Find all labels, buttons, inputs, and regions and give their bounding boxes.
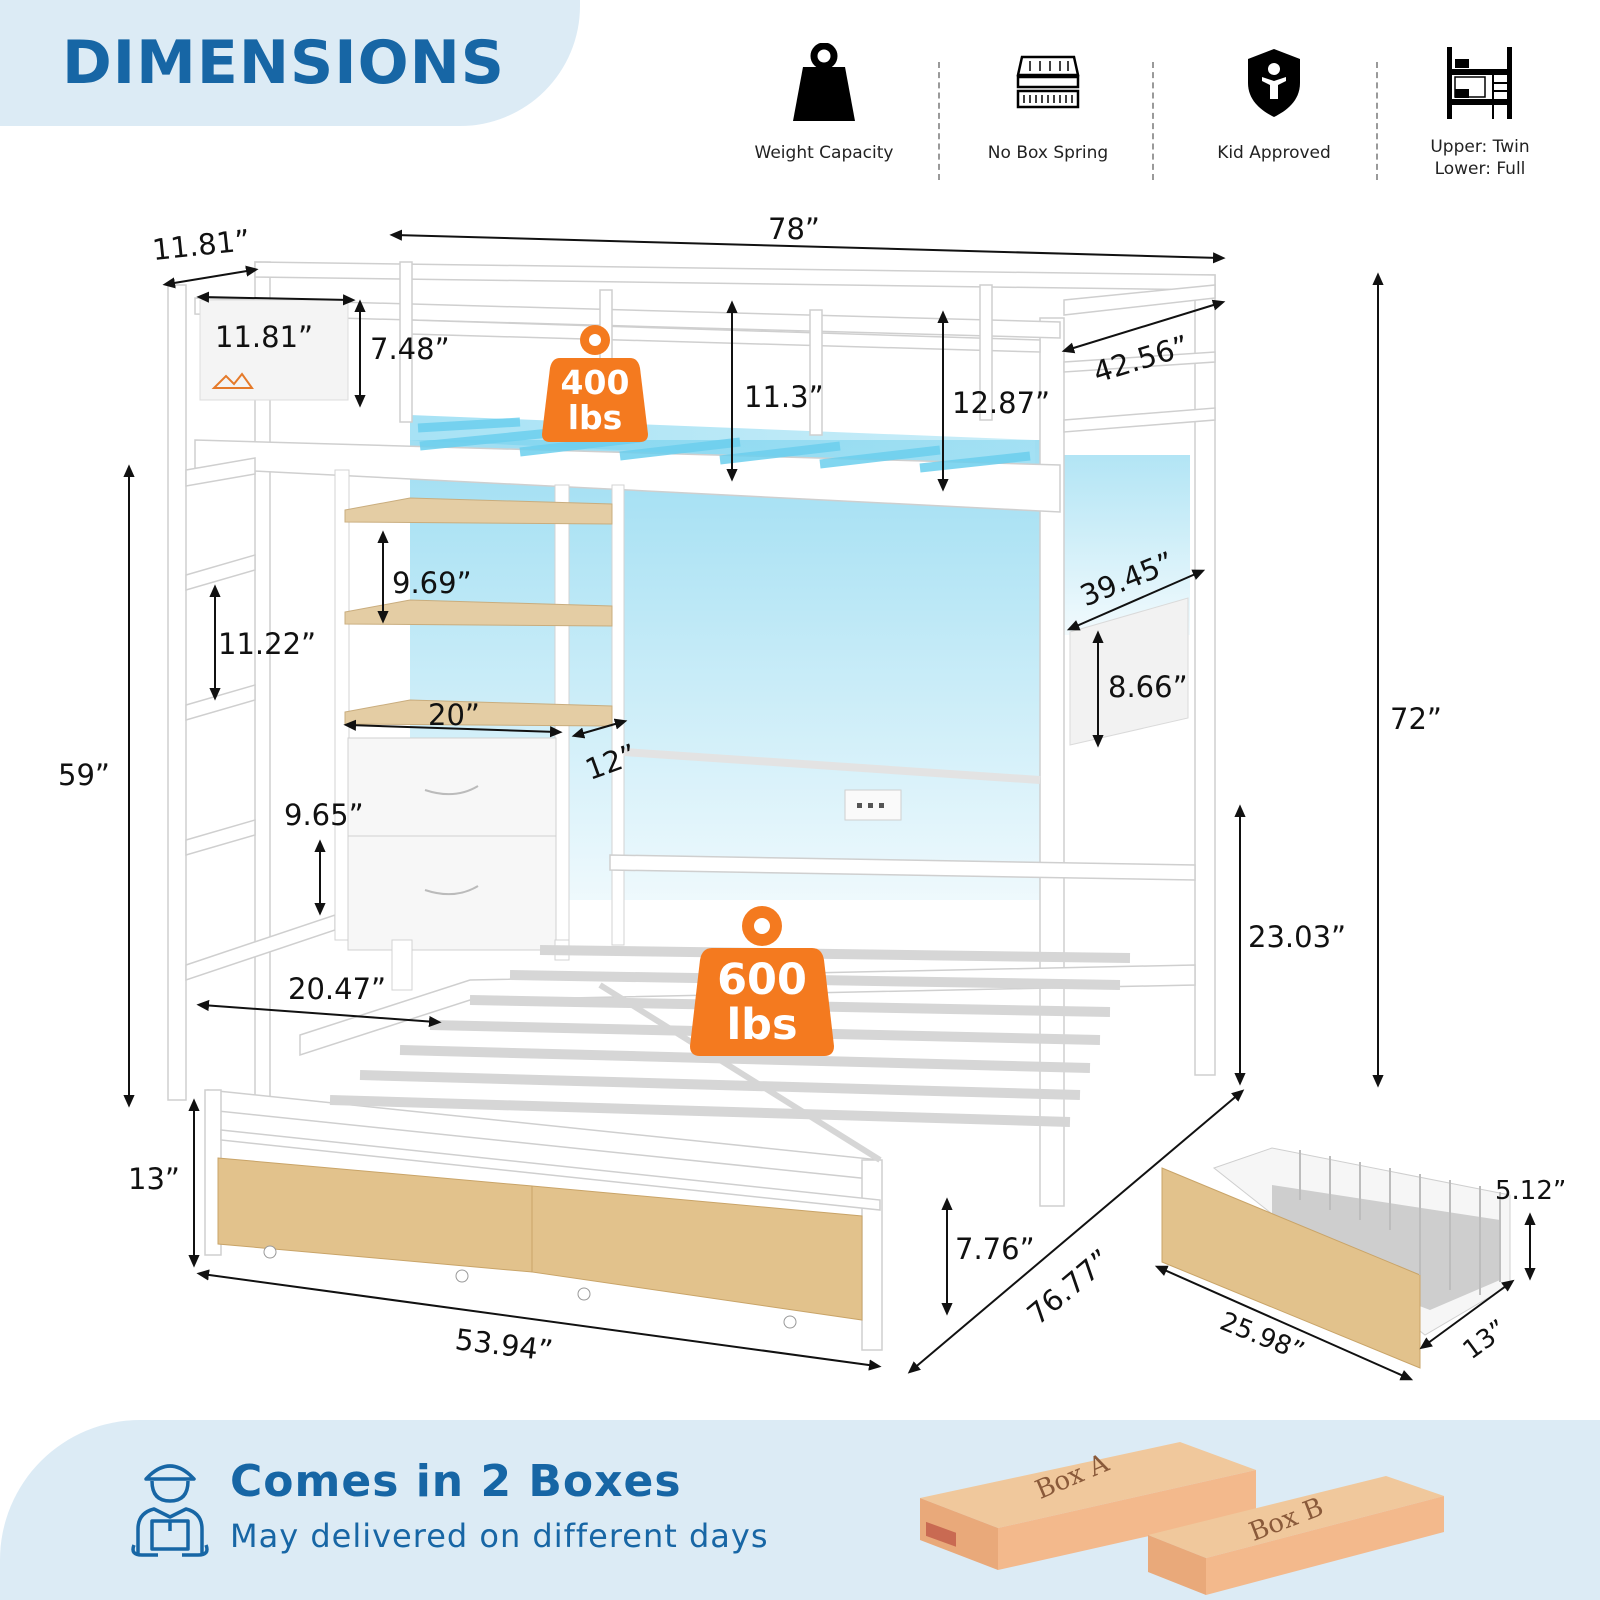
divider (938, 62, 940, 180)
dim-rail-height-b: 12.87” (952, 386, 1051, 420)
dim-lower-height: 23.03” (1248, 920, 1347, 954)
header-banner (0, 0, 580, 126)
power-outlet (623, 748, 1041, 821)
dim-shelf-width: 20” (428, 698, 480, 732)
dim-rail-height-a: 11.3” (744, 380, 824, 414)
dim-lower-clearance: 59” (58, 758, 110, 792)
standalone-drawer (1161, 1147, 1511, 1369)
dim-ladder-step: 11.22” (218, 627, 317, 661)
upper-weight-value: 400 (560, 363, 630, 402)
upper-weight-badge-shape (542, 325, 648, 442)
ladder (185, 457, 336, 982)
feature-label: No Box Spring (987, 143, 1109, 163)
dim-pocket-width: 11.81” (215, 320, 314, 354)
storage-pocket (199, 299, 349, 401)
dim-length: 78” (768, 212, 820, 246)
upper-weight-unit: lbs (567, 397, 623, 437)
upper-bunk-frame (167, 261, 1216, 1207)
kid-shield-icon (1174, 40, 1374, 126)
dim-drawer-rail-height: 5.12” (1495, 1176, 1567, 1206)
divider (1376, 62, 1378, 180)
mattress-icon (948, 40, 1148, 126)
feature-no-box-spring: No Box Spring (948, 40, 1148, 164)
upper-weight-badge: 400 lbs (545, 363, 645, 437)
underbed-drawers (217, 1157, 863, 1329)
page-title: DIMENSIONS (62, 28, 506, 98)
upper-size-label: Upper: Twin (1430, 137, 1530, 157)
dim-shelf-gap: 9.69” (392, 566, 472, 600)
dim-side-panel-height: 8.66” (1108, 670, 1188, 704)
feature-label: Upper: Twin Lower: Full (1380, 136, 1580, 180)
dim-total-height: 72” (1390, 702, 1442, 736)
delivery-person-icon (131, 1464, 209, 1557)
feature-bed-size: Upper: Twin Lower: Full (1380, 40, 1580, 180)
shelf-unit (334, 469, 625, 991)
lower-weight-value: 600 (717, 955, 807, 1005)
shipping-boxes-illustration (920, 1442, 1444, 1595)
box-b (1148, 1476, 1444, 1595)
shipping-title: Comes in 2 Boxes (230, 1456, 682, 1507)
dim-footboard-height: 13” (128, 1162, 180, 1196)
box-a (920, 1442, 1256, 1570)
feature-label: Weight Capacity (754, 143, 894, 163)
feature-label: Kid Approved (1217, 143, 1331, 163)
bunk-bed-icon (1380, 40, 1580, 126)
feature-weight-capacity: Weight Capacity (724, 40, 924, 164)
weight-icon (724, 40, 924, 126)
dim-ladder-to-bed: 20.47” (288, 972, 387, 1006)
shipping-subtitle: May delivered on different days (230, 1517, 769, 1555)
lower-size-label: Lower: Full (1434, 159, 1526, 179)
dim-pocket-height: 7.48” (370, 332, 450, 366)
lower-weight-badge: 600 lbs (693, 955, 831, 1051)
feature-kid-approved: Kid Approved (1174, 40, 1374, 164)
dim-drawer-height: 9.65” (284, 798, 364, 832)
lower-weight-badge-shape (690, 906, 834, 1056)
dimension-arrows (123, 229, 1536, 1381)
divider (1152, 62, 1154, 180)
lower-weight-unit: lbs (726, 1000, 798, 1051)
dim-underbed-clearance: 7.76” (955, 1232, 1035, 1266)
